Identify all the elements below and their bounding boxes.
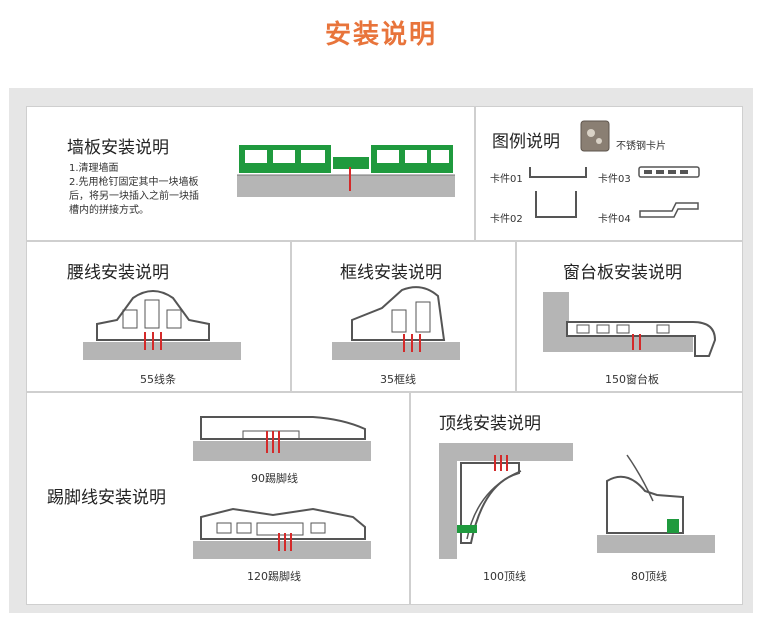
baseboard-title: 踢脚线安装说明 [47, 488, 166, 508]
part-04-icon [639, 202, 699, 218]
part-03-label: 卡件03 [598, 174, 631, 185]
legend-title: 图例说明 [492, 132, 560, 152]
ceiling-line-80-caption: 80顶线 [631, 570, 667, 583]
waist-line-title: 腰线安装说明 [67, 263, 169, 283]
part-01-label: 卡件01 [490, 174, 523, 185]
part-04-label: 卡件04 [598, 214, 631, 225]
ceiling-line-100-diagram [439, 443, 573, 559]
part-03-icon [638, 166, 700, 178]
wall-panel-step-3: 后，将另一块插入之前一块插 [69, 191, 199, 202]
baseboard-120-caption: 120踢脚线 [247, 570, 301, 583]
wall-panel-step-2: 2.先用枪钉固定其中一块墙板 [69, 177, 199, 188]
part-02-icon [535, 191, 577, 218]
window-sill-diagram [543, 292, 717, 357]
frame-line-diagram [332, 286, 460, 360]
window-sill-title: 窗台板安装说明 [563, 263, 682, 283]
waist-line-diagram [83, 290, 241, 360]
frame-line-section: 框线安装说明 35框线 [291, 241, 516, 392]
frame-line-caption: 35框线 [380, 373, 416, 386]
page-header: 安装说明 [0, 0, 762, 72]
wall-panel-step-1: 1.清理墙面 [69, 163, 119, 174]
baseboard-120-diagram [193, 507, 371, 559]
window-sill-caption: 150窗台板 [605, 373, 659, 386]
waist-line-section: 腰线安装说明 55线条 [26, 241, 291, 392]
baseboard-90-diagram [193, 416, 371, 461]
wall-panel-diagram [237, 145, 455, 197]
waist-line-caption: 55线条 [140, 373, 176, 386]
wall-panel-step-4: 槽内的拼接方式。 [69, 205, 149, 216]
frame-line-title: 框线安装说明 [340, 263, 442, 283]
clip-label: 不锈钢卡片 [616, 141, 666, 152]
instruction-board: 墙板安装说明 1.清理墙面 2.先用枪钉固定其中一块墙板 后，将另一块插入之前一… [9, 88, 753, 613]
ceiling-line-100-caption: 100顶线 [483, 570, 526, 583]
legend-section: 图例说明 不锈钢卡片 卡件01 卡件03 卡件02 卡件04 [475, 106, 743, 241]
ceiling-line-title: 顶线安装说明 [439, 414, 541, 434]
wall-panel-section: 墙板安装说明 1.清理墙面 2.先用枪钉固定其中一块墙板 后，将另一块插入之前一… [26, 106, 475, 241]
stainless-clip-icon [580, 120, 610, 152]
ceiling-line-section: 顶线安装说明 100顶线 80顶线 [410, 392, 743, 605]
page-title: 安装说明 [324, 20, 437, 50]
window-sill-section: 窗台板安装说明 150窗台板 [516, 241, 743, 392]
baseboard-section: 踢脚线安装说明 90踢脚线 120踢脚线 [26, 392, 410, 605]
part-02-label: 卡件02 [490, 214, 523, 225]
wall-panel-title: 墙板安装说明 [67, 138, 169, 158]
ceiling-line-80-diagram [597, 454, 715, 553]
part-01-icon [529, 167, 587, 178]
baseboard-90-caption: 90踢脚线 [251, 472, 298, 485]
